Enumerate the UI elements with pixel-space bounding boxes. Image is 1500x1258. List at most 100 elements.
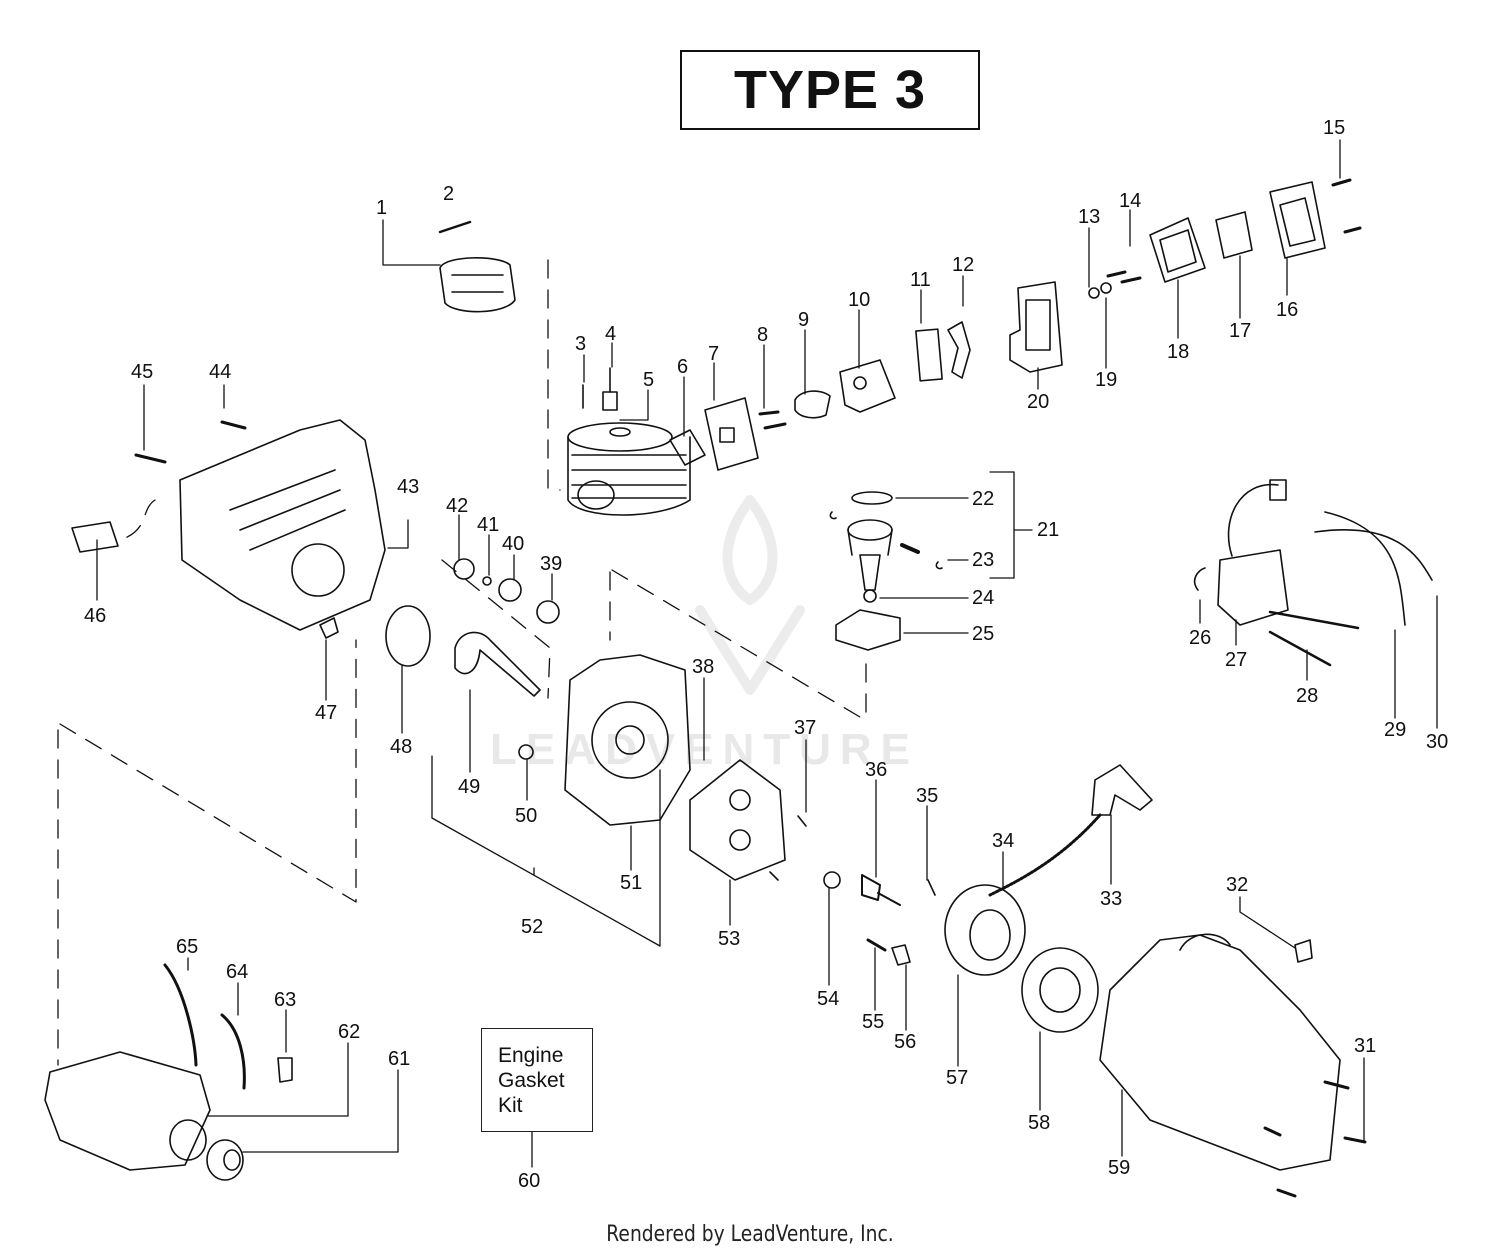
fuel-line-part	[163, 963, 198, 1067]
crankshaft-part	[454, 631, 541, 697]
part-number: 12	[952, 254, 974, 276]
ignition-wire-part	[1314, 529, 1433, 581]
part-number-labels: 1 2 3 4 5 6 7 8 9 10 11 12 13 14 15 16 1…	[84, 117, 1448, 1192]
part-number: 44	[209, 361, 231, 383]
part-number: 18	[1167, 341, 1189, 363]
pawl-part	[891, 944, 911, 966]
ignition-wire-part	[1324, 511, 1406, 626]
part-number: 19	[1095, 369, 1117, 391]
kit-label-line: Gasket	[498, 1069, 565, 1092]
watermark-text: LEADVENTURE	[490, 725, 920, 774]
part-number: 14	[1119, 190, 1141, 212]
part-number: 33	[1100, 888, 1122, 910]
part-number: 20	[1027, 391, 1049, 413]
fuel-tank-part	[44, 1051, 211, 1171]
ignition-module-part	[1217, 479, 1289, 626]
washer-part	[823, 871, 841, 889]
part-number: 17	[1229, 320, 1251, 342]
air-filter-cover-part	[1269, 181, 1326, 259]
part-number: 61	[388, 1048, 410, 1070]
part-number: 5	[643, 369, 654, 391]
part-number: 27	[1225, 649, 1247, 671]
part-number: 49	[458, 776, 480, 798]
starter-housing-part	[1099, 933, 1341, 1171]
carburetor-part	[839, 359, 896, 413]
part-number: 34	[992, 830, 1014, 852]
part-number: 1	[376, 197, 387, 219]
starter-bolt-part	[861, 874, 901, 906]
part-number: 63	[274, 989, 296, 1011]
kit-label-line: Engine	[498, 1044, 564, 1067]
clamp-part	[71, 521, 119, 553]
screw-part	[1268, 610, 1360, 667]
bearing-part	[536, 600, 560, 624]
part-number: 32	[1226, 874, 1248, 896]
fuel-line-part	[220, 1013, 246, 1090]
recoil-spring-part	[1021, 947, 1099, 1033]
part-number: 21	[1037, 519, 1059, 541]
kit-label-line: Kit	[498, 1094, 523, 1117]
part-number: 10	[848, 289, 870, 311]
part-number: 39	[540, 553, 562, 575]
part-number: 31	[1354, 1035, 1376, 1057]
part-number: 26	[1189, 627, 1211, 649]
part-number: 3	[575, 333, 586, 355]
page-title: TYPE 3	[733, 60, 927, 120]
adapter-screws-part	[758, 410, 787, 430]
part-number: 53	[718, 928, 740, 950]
muffler-part	[439, 257, 516, 313]
part-number: 46	[84, 605, 106, 627]
part-number: 2	[443, 183, 454, 205]
part-number: 25	[972, 623, 994, 645]
assembly-dashed-lines	[57, 259, 867, 1066]
screw-part	[927, 879, 936, 896]
part-number: 30	[1426, 731, 1448, 753]
clip-part	[935, 561, 943, 570]
part-number: 45	[131, 361, 153, 383]
crankcase-part	[564, 654, 691, 826]
seal-part	[482, 576, 492, 586]
muffler-pin-part	[438, 220, 472, 234]
cover-screw-part	[1331, 178, 1362, 234]
part-number: 59	[1108, 1157, 1130, 1179]
seal-part	[518, 744, 534, 760]
wrist-pin-part	[900, 543, 920, 554]
part-number: 36	[865, 759, 887, 781]
spring-part	[769, 871, 779, 881]
part-number: 51	[620, 872, 642, 894]
part-number: 8	[757, 324, 768, 346]
title-box: TYPE 3	[680, 50, 980, 130]
part-number: 64	[226, 961, 248, 983]
clip-part	[829, 511, 837, 520]
clip-part	[1294, 939, 1313, 963]
part-number: 50	[515, 805, 537, 827]
crankcase-half-part	[689, 759, 786, 881]
part-number: 38	[692, 656, 714, 678]
foam-filter-part	[1215, 211, 1253, 259]
cylinder-part	[567, 422, 691, 516]
nut-part	[319, 617, 339, 639]
watermark-logo-icon	[695, 495, 805, 695]
part-number: 15	[1323, 117, 1345, 139]
spacer-plate-part	[915, 328, 943, 382]
part-number: 4	[605, 323, 616, 345]
part-number: 16	[1276, 299, 1298, 321]
screw-part	[1106, 270, 1142, 284]
part-number: 13	[1078, 206, 1100, 228]
part-number: 58	[1028, 1112, 1050, 1134]
starter-handle-part	[1091, 764, 1153, 816]
base-gasket-part	[835, 609, 901, 651]
fuel-cap-part	[206, 1139, 244, 1181]
shroud-screw-part	[134, 420, 247, 464]
carb-gasket-part	[794, 390, 831, 419]
piston-rod-assembly-part	[847, 519, 893, 603]
part-number: 41	[477, 514, 499, 536]
part-number: 23	[972, 549, 994, 571]
engine-shroud-part	[179, 419, 386, 631]
fuel-filter-part	[277, 1057, 293, 1083]
screw-part	[866, 938, 887, 952]
bearing-part	[498, 578, 522, 602]
spark-plug-part	[602, 367, 618, 411]
intake-gasket-part	[669, 429, 706, 466]
